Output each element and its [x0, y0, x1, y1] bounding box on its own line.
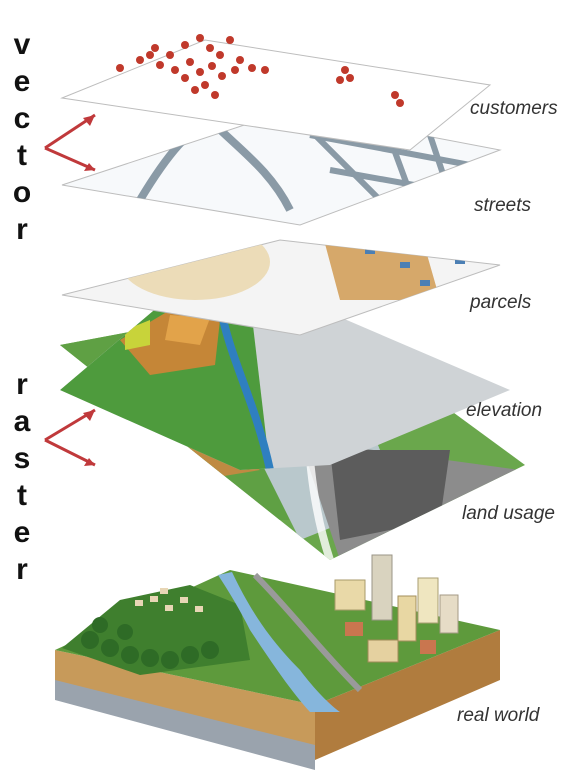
customer-dot — [226, 36, 234, 44]
customer-dot — [201, 81, 209, 89]
customer-dot — [191, 86, 199, 94]
vector-letter: o — [12, 176, 32, 209]
customer-dot — [218, 72, 226, 80]
vector-letter: e — [13, 65, 31, 98]
customer-dot — [206, 44, 214, 52]
raster-letter: s — [13, 442, 31, 475]
vector-letter: c — [13, 102, 31, 135]
customers-layer — [60, 34, 492, 151]
layer-label-customers: customers — [470, 98, 558, 119]
customer-dot — [151, 44, 159, 52]
customer-dot — [231, 66, 239, 74]
customer-dot — [196, 68, 204, 76]
bedrock-strip — [55, 680, 315, 770]
customer-dot — [171, 66, 179, 74]
vector-letter: t — [17, 139, 27, 172]
layer-label-land-usage: land usage — [462, 503, 555, 524]
parcels-layer — [61, 239, 501, 336]
customer-dot — [261, 66, 269, 74]
layer-label-streets: streets — [474, 195, 532, 216]
layer-label-elevation: elevation — [466, 400, 543, 421]
raster-letter: r — [16, 553, 28, 586]
customer-dot — [116, 64, 124, 72]
forest — [81, 617, 219, 669]
customer-dot — [236, 56, 244, 64]
customer-dot — [341, 66, 349, 74]
real-world-layer — [55, 554, 500, 770]
customer-dot — [208, 62, 216, 70]
raster-letter: t — [17, 479, 27, 512]
raster-letter: e — [13, 516, 31, 549]
customer-dot — [146, 51, 154, 59]
customer-dot — [136, 56, 144, 64]
layer-label-real-world: real world — [457, 705, 540, 726]
vector-letter: r — [16, 213, 28, 246]
river — [218, 572, 340, 712]
customer-dot — [346, 74, 354, 82]
road — [252, 572, 363, 693]
vector-letter: v — [13, 28, 31, 61]
arrow-heads — [83, 115, 95, 466]
customer-dot — [216, 51, 224, 59]
layer-label-parcels: parcels — [470, 292, 532, 313]
customer-dot — [166, 51, 174, 59]
customer-dot — [336, 76, 344, 84]
customer-dot — [156, 61, 164, 69]
customer-dot — [248, 64, 256, 72]
customer-dot — [211, 91, 219, 99]
city-buildings — [334, 554, 459, 663]
customer-dot — [181, 41, 189, 49]
customer-dot — [391, 91, 399, 99]
ground-side-face — [315, 630, 500, 760]
raster-letter: a — [13, 405, 31, 438]
customer-dot — [396, 99, 404, 107]
raster-letter: r — [16, 368, 28, 401]
customer-dot — [196, 34, 204, 42]
customer-dot — [181, 74, 189, 82]
customer-dot — [186, 58, 194, 66]
village-houses — [135, 588, 203, 612]
customer-dots — [116, 34, 404, 107]
